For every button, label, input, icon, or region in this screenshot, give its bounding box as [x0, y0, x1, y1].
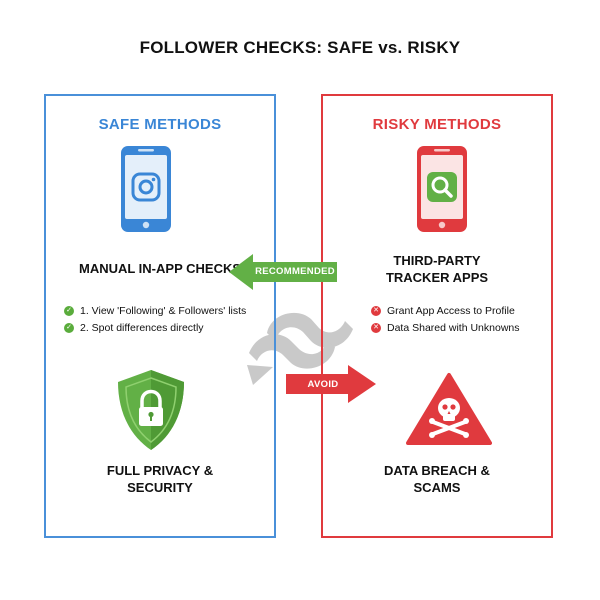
safe-outcome-heading: FULL PRIVACY & SECURITY — [106, 463, 214, 495]
instagram-phone-icon — [121, 146, 171, 232]
swap-arrows-icon — [247, 312, 353, 385]
recommended-label: RECOMMENDED — [255, 266, 335, 277]
safe-panel-title: SAFE METHODS — [98, 116, 222, 133]
avoid-label: AVOID — [307, 379, 339, 390]
risky-method-heading: THIRD-PARTY TRACKER APPS — [385, 253, 489, 285]
search-app-phone-icon — [417, 146, 467, 232]
page-title: FOLLOWER CHECKS: SAFE vs. RISKY — [139, 38, 461, 57]
avoid-arrow — [286, 365, 376, 403]
list-item: ✕Data Shared with Unknowns — [371, 319, 520, 336]
risky-methods-panel: RISKY METHODS THIRD-PARTY TRACKER APPS ✕… — [321, 94, 553, 538]
x-icon: ✕ — [371, 322, 381, 333]
list-item: ✓1. View 'Following' & Followers' lists — [64, 302, 246, 319]
list-item: ✕Grant App Access to Profile — [371, 302, 520, 319]
risky-outcome-heading: DATA BREACH & SCAMS — [384, 463, 490, 495]
check-icon: ✓ — [64, 322, 74, 333]
risky-panel-title: RISKY METHODS — [372, 116, 502, 133]
skull-warning-icon — [406, 373, 492, 445]
list-item: ✓2. Spot differences directly — [64, 319, 246, 336]
check-icon: ✓ — [64, 305, 74, 316]
safe-steps-list: ✓1. View 'Following' & Followers' lists … — [64, 302, 246, 336]
safe-method-heading: MANUAL IN-APP CHECKS — [78, 261, 242, 276]
shield-lock-icon — [118, 370, 184, 450]
recommended-arrow — [229, 254, 337, 290]
safe-methods-panel: SAFE METHODS MANUAL IN-APP CHECKS ✓1. Vi… — [44, 94, 276, 538]
risky-list: ✕Grant App Access to Profile ✕Data Share… — [371, 302, 520, 336]
x-icon: ✕ — [371, 305, 381, 316]
